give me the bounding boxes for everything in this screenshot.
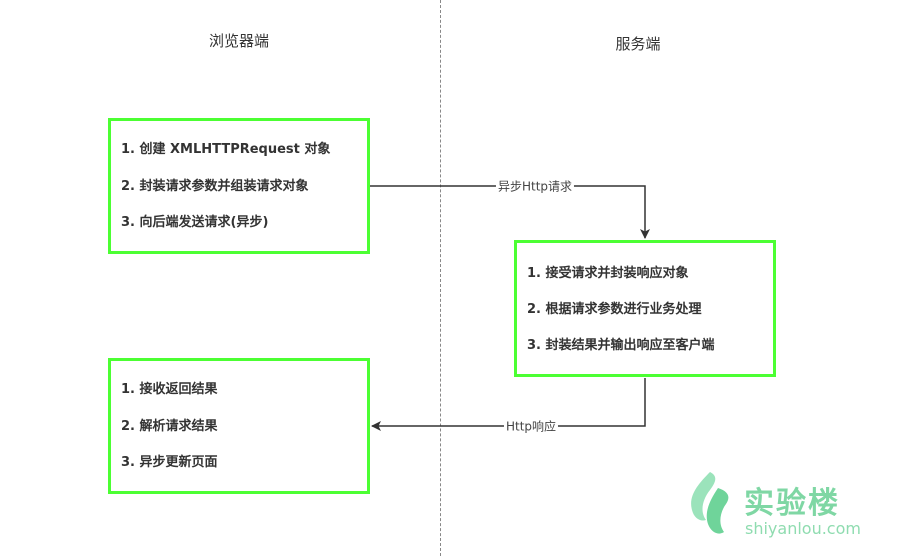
request-arrow (370, 185, 650, 239)
server-step-3: 3. 封装结果并输出响应至客户端 (527, 338, 715, 353)
server-step-2: 2. 根据请求参数进行业务处理 (527, 302, 702, 317)
browser-column-title: 浏览器端 (208, 32, 270, 50)
server-processing-box: 1. 接受请求并封装响应对象 2. 根据请求参数进行业务处理 3. 封装结果并输… (514, 240, 776, 377)
browser-response-step-3: 3. 异步更新页面 (121, 455, 218, 470)
server-step-1: 1. 接受请求并封装响应对象 (527, 266, 689, 281)
response-arrow (371, 378, 646, 431)
server-column-title: 服务端 (615, 35, 661, 53)
browser-request-step-2: 2. 封装请求参数并组装请求对象 (121, 179, 309, 194)
request-edge-label: 异步Http请求 (495, 177, 575, 195)
logo-url-text: shiyanlou.com (745, 519, 861, 538)
browser-response-box: 1. 接收返回结果 2. 解析请求结果 3. 异步更新页面 (108, 358, 370, 494)
response-edge-label: Http响应 (503, 417, 559, 435)
logo-brand-text: 实验楼 (744, 486, 840, 521)
browser-request-box: 1. 创建 XMLHTTPRequest 对象 2. 封装请求参数并组装请求对象… (108, 118, 370, 254)
browser-request-step-1: 1. 创建 XMLHTTPRequest 对象 (121, 142, 331, 157)
browser-response-step-1: 1. 接收返回结果 (121, 382, 218, 397)
browser-response-step-2: 2. 解析请求结果 (121, 419, 218, 434)
shiyanlou-logo-icon (691, 472, 729, 534)
browser-request-step-3: 3. 向后端发送请求(异步) (121, 215, 269, 230)
column-divider (440, 0, 441, 556)
